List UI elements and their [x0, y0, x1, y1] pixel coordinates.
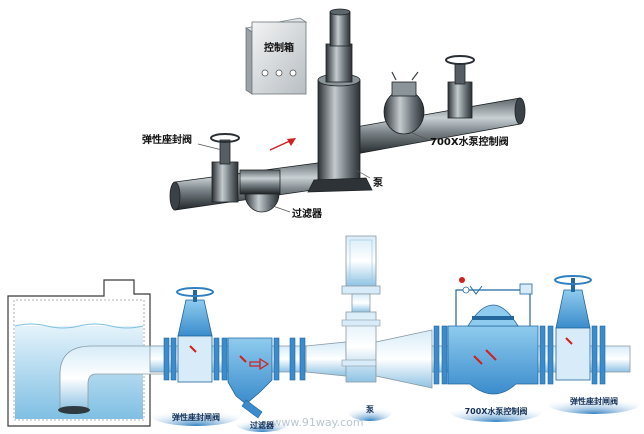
leader-line-valve [409, 131, 429, 141]
label-pump: 泵 [373, 177, 384, 189]
bottom-gate-valve-left [176, 287, 214, 383]
bottom-pump [341, 235, 381, 383]
control-box-label: 控制箱 [264, 41, 294, 54]
flanges [163, 325, 606, 385]
label-bottom-gate-valve-right: 弹性座封闸阀 [570, 396, 618, 406]
top-strainer [239, 169, 281, 213]
label-bottom-pump-control-valve: 700X水泵控制阀 [465, 406, 528, 416]
label-bottom-gate-valve-left: 弹性座封闸阀 [172, 412, 220, 422]
top-3d-scene: 控制箱 [142, 8, 526, 220]
top-pump-control-valve [383, 71, 425, 135]
label-strainer: 过滤器 [292, 207, 323, 220]
watermark: www.91way.com [272, 416, 363, 429]
top-flow-arrow-head [287, 138, 296, 146]
label-resilient-gate-valve: 弹性座封阀 [142, 133, 192, 146]
pilot-tubing [455, 289, 531, 326]
valve-indicator-left [189, 345, 197, 353]
bottom-schematic: 弹性座封闸阀 过滤器 泵 700X水泵控制阀 弹性座封闸阀 www.91way.… [7, 235, 640, 432]
indicator-light-1 [261, 69, 269, 77]
label-pump-control-valve: 700X水泵控制阀 [430, 135, 509, 148]
reducer-inlet [305, 341, 347, 377]
control-valve-indicator [473, 349, 497, 365]
indicator-light-3 [289, 69, 297, 77]
top-gate-valve-right [445, 55, 475, 119]
leader-line-gate [197, 143, 223, 151]
bottom-pump-control-valve [447, 277, 539, 395]
top-pump [307, 8, 373, 193]
suction-elbow [58, 345, 167, 414]
top-gate-valve-left [210, 133, 240, 203]
label-bottom-pump: 泵 [366, 405, 374, 414]
bottom-gate-valve-right [554, 275, 592, 381]
leader-line-pump [355, 169, 371, 179]
leader-line-strainer [269, 204, 291, 213]
valve-indicator-right [565, 337, 573, 345]
strainer-indicator [239, 355, 247, 363]
label-bottom-strainer: 过滤器 [250, 420, 275, 430]
pilot-indicator-dot [459, 277, 465, 283]
top-flow-arrow [269, 139, 293, 151]
suction-bell-mouth [58, 406, 90, 414]
bottom-flow-arrow [249, 357, 270, 371]
reducer-outlet [375, 329, 433, 389]
indicator-light-2 [275, 69, 283, 77]
bottom-strainer [227, 337, 273, 419]
control-box: 控制箱 [244, 17, 308, 95]
label-mounds [152, 394, 640, 432]
